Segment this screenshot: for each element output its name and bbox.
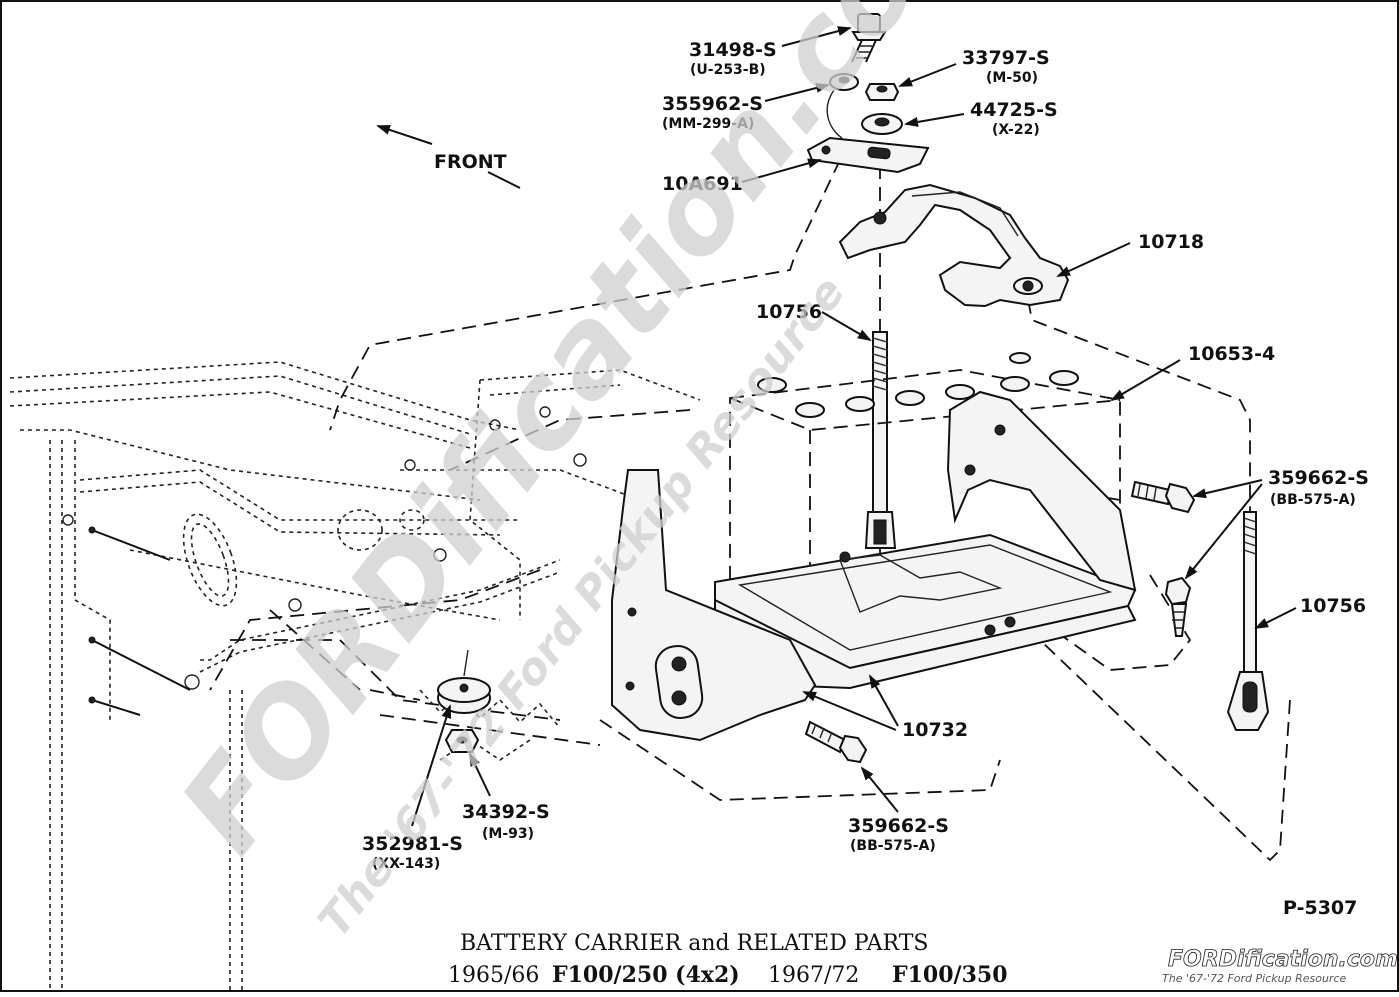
svg-text:10732: 10732 — [902, 719, 968, 741]
svg-text:355962-S: 355962-S — [662, 93, 763, 115]
part-labels: 31498-S (U-253-B) 355962-S (MM-299-A) 33… — [362, 39, 1369, 872]
label-359662-bottom: 359662-S (BB-575-A) — [848, 815, 949, 854]
bolt-359662-right-lower — [1164, 576, 1192, 637]
label-44725: 44725-S (X-22) — [970, 99, 1058, 138]
svg-text:359662-S: 359662-S — [1268, 467, 1369, 489]
label-359662-right: 359662-S (BB-575-A) — [1268, 467, 1369, 508]
svg-text:(M-93): (M-93) — [482, 826, 534, 842]
label-10718: 10718 — [1138, 231, 1204, 253]
bolt-359662-right-upper — [1130, 480, 1196, 514]
label-10a691: 10A691 — [662, 173, 743, 195]
caption-years-1: 1965/66 — [448, 963, 539, 988]
bolt-359662-bottom — [804, 720, 868, 764]
svg-text:(U-253-B): (U-253-B) — [690, 62, 766, 78]
svg-text:(MM-299-A): (MM-299-A) — [662, 116, 754, 132]
caption: BATTERY CARRIER and RELATED PARTS 1965/6… — [448, 931, 1008, 988]
battery-tray-10732 — [714, 533, 1137, 690]
caption-models-2: F100/350 — [892, 962, 1008, 988]
front-support-bracket — [611, 469, 817, 742]
front-direction-indicator: FRONT — [376, 125, 521, 189]
hold-down-bracket-10718 — [838, 183, 1070, 308]
svg-text:44725-S: 44725-S — [970, 99, 1058, 121]
connector-lines — [209, 159, 1291, 862]
rear-support-bracket — [946, 390, 1137, 592]
svg-text:34392-S: 34392-S — [462, 801, 550, 823]
svg-text:10653-4: 10653-4 — [1188, 343, 1275, 365]
washer-44725 — [861, 113, 903, 135]
label-31498: 31498-S (U-253-B) — [689, 39, 777, 78]
caption-models-1: F100/250 (4x2) — [552, 962, 740, 988]
svg-text:31498-S: 31498-S — [689, 39, 777, 61]
leader-arrows — [411, 26, 1297, 827]
nut-34392 — [444, 729, 480, 753]
bolt-31498 — [851, 13, 887, 63]
logo-main: FORDification.com — [1168, 947, 1398, 972]
front-label: FRONT — [434, 151, 507, 173]
svg-text:10756: 10756 — [1300, 595, 1366, 617]
label-10756-top: 10756 — [756, 301, 822, 323]
fordification-logo: FORDification.com The '67-'72 Ford Picku… — [1162, 947, 1398, 985]
svg-text:359662-S: 359662-S — [848, 815, 949, 837]
label-10756-right: 10756 — [1300, 595, 1366, 617]
j-bolt-10756-right — [1226, 511, 1270, 731]
battery-cell-caps — [757, 352, 1079, 418]
label-33797: 33797-S (M-50) — [962, 47, 1050, 86]
label-10653-4: 10653-4 — [1188, 343, 1275, 365]
svg-text:10A691: 10A691 — [662, 173, 743, 195]
nut-33797 — [864, 83, 900, 101]
caption-years-2: 1967/72 — [768, 963, 859, 988]
figure-id: P-5307 — [1283, 897, 1357, 919]
svg-text:(BB-575-A): (BB-575-A) — [1270, 492, 1356, 508]
label-355962: 355962-S (MM-299-A) — [662, 93, 763, 132]
j-bolt-10756-top — [864, 331, 897, 549]
logo-sub: The '67-'72 Ford Pickup Resource — [1162, 972, 1346, 985]
washer-355962 — [826, 73, 859, 139]
svg-text:33797-S: 33797-S — [962, 47, 1050, 69]
svg-text:10756: 10756 — [756, 301, 822, 323]
svg-text:(M-50): (M-50) — [986, 70, 1038, 86]
svg-text:(BB-575-A): (BB-575-A) — [850, 838, 936, 854]
label-10732: 10732 — [902, 719, 968, 741]
svg-text:352981-S: 352981-S — [362, 833, 463, 855]
svg-text:(XX-143): (XX-143) — [372, 856, 440, 872]
label-34392: 34392-S (M-93) — [462, 801, 550, 842]
caption-title: BATTERY CARRIER and RELATED PARTS — [460, 931, 928, 956]
label-352981: 352981-S (XX-143) — [362, 833, 463, 872]
svg-text:(X-22): (X-22) — [992, 122, 1040, 138]
svg-text:10718: 10718 — [1138, 231, 1204, 253]
